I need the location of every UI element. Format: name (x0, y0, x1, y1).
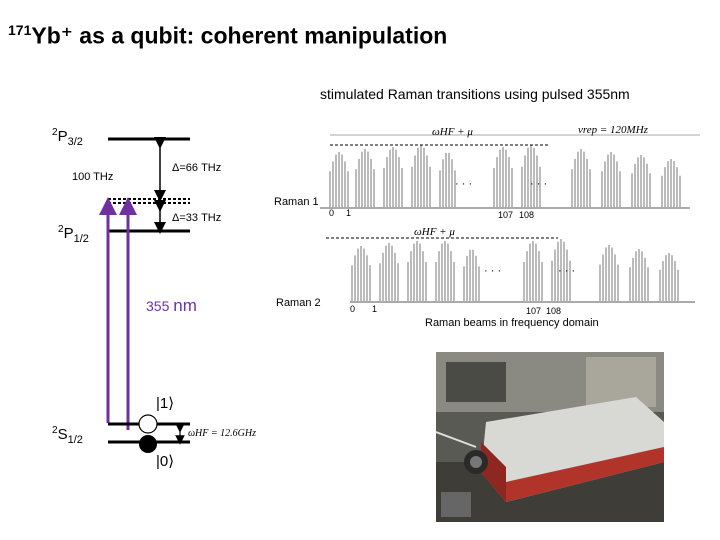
raman1-comb (329, 145, 681, 207)
laser-photo (436, 352, 664, 522)
tick-107b: 107 (526, 306, 542, 316)
dots-4: · · · (558, 265, 576, 277)
tick-108a: 108 (519, 210, 535, 220)
tick-108b: 108 (546, 306, 562, 316)
omega1-label: ωHF + μ (432, 126, 473, 138)
omega2-label: ωHF + μ (414, 226, 455, 238)
raman2-comb (351, 239, 679, 301)
rep-rate-label: νrep = 120MHz (578, 124, 648, 136)
dots-1: · · · (455, 178, 473, 190)
spectrum-caption: Raman beams in frequency domain (425, 317, 599, 329)
tick-107a: 107 (498, 210, 514, 220)
label-p12: 2P1/2 (58, 224, 89, 245)
tick-1b: 1 (372, 304, 378, 314)
label-355nm: 355 nm (146, 296, 197, 315)
raman2-label: Raman 2 (276, 297, 321, 309)
label-p32: 2P3/2 (52, 127, 83, 148)
slide-title: 171Yb⁺ as a qubit: coherent manipulation (8, 22, 448, 49)
label-delta-66: Δ=66 THz (172, 162, 222, 174)
ket-0-label: |0⟩ (156, 453, 175, 470)
tick-0b: 0 (350, 304, 356, 314)
label-hf: ωHF = 12.6GHz (188, 428, 256, 439)
state-0-circle (139, 435, 157, 453)
laser-photo-icon (436, 352, 664, 522)
label-s12: 2S1/2 (52, 425, 83, 446)
dots-3: · · · (484, 265, 502, 277)
state-1-circle (138, 414, 158, 434)
label-100thz: 100 THz (72, 171, 114, 183)
dots-2: · · · (530, 178, 548, 190)
tick-1a: 1 (346, 208, 352, 218)
ket-1-label: |1⟩ (156, 395, 175, 412)
label-delta-33: Δ=33 THz (172, 212, 222, 224)
slide-subtitle: stimulated Raman transitions using pulse… (320, 86, 630, 102)
tick-0a: 0 (329, 208, 335, 218)
raman1-label: Raman 1 (274, 196, 319, 208)
